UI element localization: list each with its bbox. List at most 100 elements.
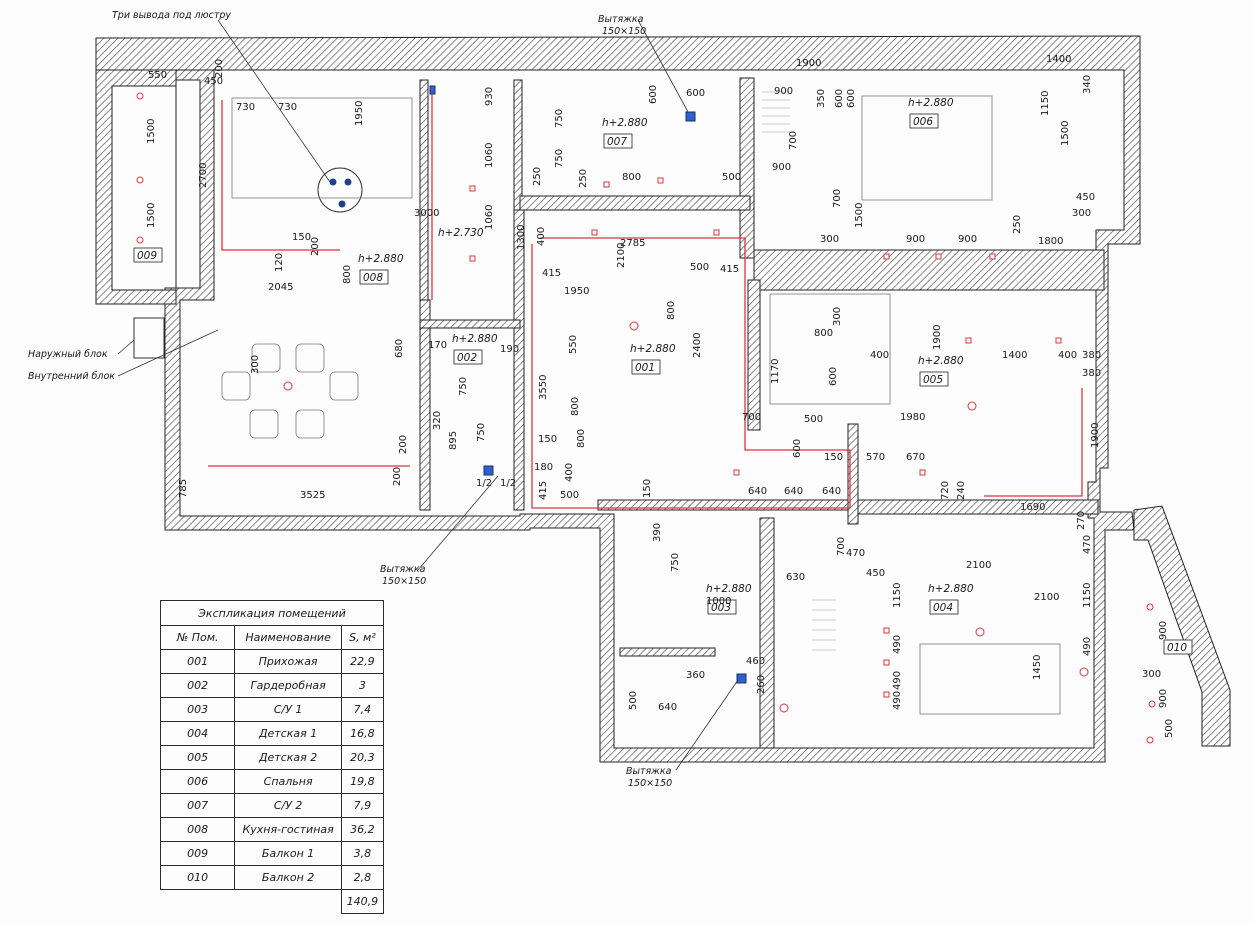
room-number-box <box>603 133 633 149</box>
dimension-label: 450 <box>1076 192 1095 203</box>
dimension-label: 785 <box>178 479 189 498</box>
chandelier-outlets <box>317 167 363 213</box>
room-height-label: h+2.880 <box>928 583 974 595</box>
dimension-label: 600 <box>792 439 803 458</box>
dimension-label: 300 <box>820 234 839 245</box>
total-area: 140,9 <box>340 889 385 914</box>
dimension-label: 300 <box>250 355 261 374</box>
dimension-label: 1/2 <box>476 478 492 489</box>
dimension-label: 800 <box>814 328 833 339</box>
dimension-label: 730 <box>278 102 297 113</box>
dimension-label: 240 <box>956 481 967 500</box>
room-labels: h+2.880001h+2.880002h+2.880003h+2.880004… <box>133 97 1193 655</box>
exhaust-size-bottom: 150×150 <box>628 778 672 789</box>
exhaust-fan-icon <box>429 85 747 684</box>
dimension-label: 500 <box>1164 719 1175 738</box>
dimension-label: 150 <box>642 479 653 498</box>
dimension-label: 640 <box>822 486 841 497</box>
dimension-label: 500 <box>560 490 579 501</box>
room-number-box <box>631 359 661 375</box>
room-number-box <box>1163 639 1193 655</box>
dimension-label: 390 <box>652 523 663 542</box>
dimension-label: 2400 <box>692 333 703 358</box>
room-number-box <box>929 599 959 615</box>
dimension-label: 640 <box>784 486 803 497</box>
dimension-label: 450 <box>866 568 885 579</box>
dimension-label: 2785 <box>620 238 645 249</box>
dimension-label: 750 <box>458 377 469 396</box>
dimension-label: 1000 <box>706 596 731 607</box>
dimension-label: 360 <box>686 670 705 681</box>
dimension-label: 400 <box>870 350 889 361</box>
dimension-label: 930 <box>484 87 495 106</box>
furniture <box>221 95 1061 715</box>
dimension-label: 670 <box>906 452 925 463</box>
dimension-label: 550 <box>568 335 579 354</box>
dimension-label: 1690 <box>1020 502 1045 513</box>
dimension-label: 1150 <box>892 583 903 608</box>
dimension-label: 750 <box>476 423 487 442</box>
dimension-label: 1170 <box>770 359 781 384</box>
dimension-label: 1900 <box>1090 423 1101 448</box>
outdoor-unit-annotation: Наружный блок <box>28 349 108 360</box>
indoor-unit-annotation: Внутренний блок <box>28 371 115 382</box>
dimension-label: 680 <box>394 339 405 358</box>
dimension-label: 2045 <box>268 282 293 293</box>
chandelier-annotation: Три вывода под люстру <box>112 10 231 21</box>
header-room-name: Наименование <box>234 625 342 650</box>
room-number: 004 <box>933 602 953 614</box>
dimension-label: 1800 <box>1038 236 1063 247</box>
dimension-label: 250 <box>532 167 543 186</box>
dimension-label: 170 <box>428 340 447 351</box>
dimension-label: 200 <box>392 467 403 486</box>
dimension-label: 800 <box>576 429 587 448</box>
dimension-label: 260 <box>756 675 767 694</box>
room-number-box <box>133 247 163 263</box>
dimension-label: 1450 <box>1032 655 1043 680</box>
dimension-label: 1950 <box>354 101 365 126</box>
dimension-label: 1060 <box>484 205 495 230</box>
dimension-label: 700 <box>836 537 847 556</box>
dimension-label: 300 <box>1072 208 1091 219</box>
electrical-wiring <box>208 92 1083 509</box>
room-number: 003 <box>711 602 731 614</box>
header-room-number: № Пом. <box>159 625 236 650</box>
room-height-label: h+2.880 <box>358 253 404 265</box>
room-number-box <box>453 349 483 365</box>
dimension-label: 1150 <box>1040 91 1051 116</box>
dimension-label: 200 <box>214 59 225 78</box>
header-area: S, м² <box>340 625 385 650</box>
dimension-label: 2700 <box>198 163 209 188</box>
interior-walls <box>419 77 1105 749</box>
dimension-label: 150 <box>292 232 311 243</box>
explication-table: Экспликация помещений № Пом. Наименовани… <box>159 600 385 914</box>
dimension-label: 350 <box>816 89 827 108</box>
dimension-label: 490 <box>1082 637 1093 656</box>
room-number: 001 <box>635 362 655 374</box>
dimension-label: 320 <box>432 411 443 430</box>
dimension-label: 500 <box>690 262 709 273</box>
dimension-label: 800 <box>666 301 677 320</box>
dimension-label: 200 <box>398 435 409 454</box>
dimension-label: 1500 <box>854 203 865 228</box>
dimension-label: 750 <box>670 553 681 572</box>
dimension-label: 900 <box>906 234 925 245</box>
dimension-label: 895 <box>448 431 459 450</box>
dimension-label: 640 <box>658 702 677 713</box>
dimension-label: 460 <box>746 656 765 667</box>
room-number: 008 <box>363 272 383 284</box>
exhaust-annotation-top: Вытяжка <box>598 14 644 25</box>
dimension-label: 720 <box>940 481 951 500</box>
dimension-label: 900 <box>772 162 791 173</box>
dimension-label: 415 <box>720 264 739 275</box>
dimension-label: 750 <box>554 109 565 128</box>
exhaust-size-top: 150×150 <box>602 26 646 37</box>
dimension-label: 1300 <box>516 225 527 250</box>
dimension-label: 470 <box>1082 535 1093 554</box>
